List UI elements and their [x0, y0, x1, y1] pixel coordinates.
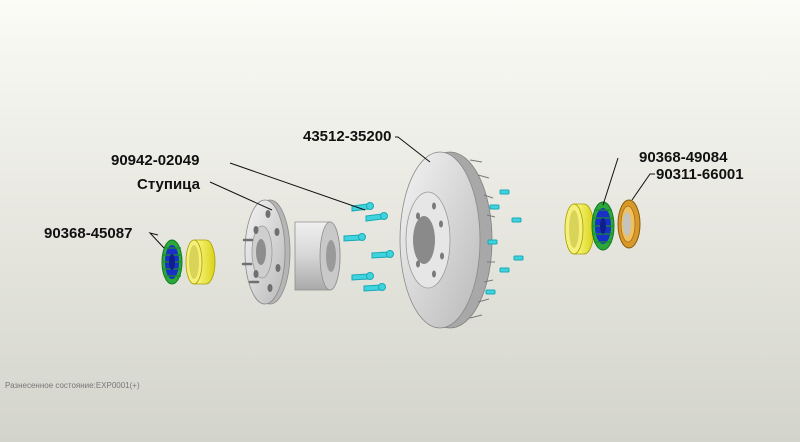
callout-hub: Ступица: [137, 176, 201, 193]
disc-studs[interactable]: [485, 189, 524, 295]
right-bearing[interactable]: [591, 201, 615, 251]
callout-90942-02049: 90942-02049: [111, 152, 199, 169]
callout-43512-35200: 43512-35200: [303, 128, 391, 145]
explode-state-label: Разнесенное состояние:EXP0001(+): [5, 381, 140, 390]
brake-disc[interactable]: [399, 151, 496, 329]
hub-bolts[interactable]: [343, 202, 394, 292]
right-bearing-race[interactable]: [564, 203, 595, 255]
oil-seal[interactable]: [617, 199, 641, 249]
leader-lines: [148, 136, 655, 249]
callout-90311-66001: 90311-66001: [656, 166, 744, 183]
left-bearing[interactable]: [161, 239, 183, 285]
callout-90368-45087: 90368-45087: [44, 225, 132, 242]
left-bearing-race[interactable]: [185, 239, 216, 285]
callout-90368-49084: 90368-49084: [639, 149, 728, 166]
hub[interactable]: [241, 199, 341, 305]
